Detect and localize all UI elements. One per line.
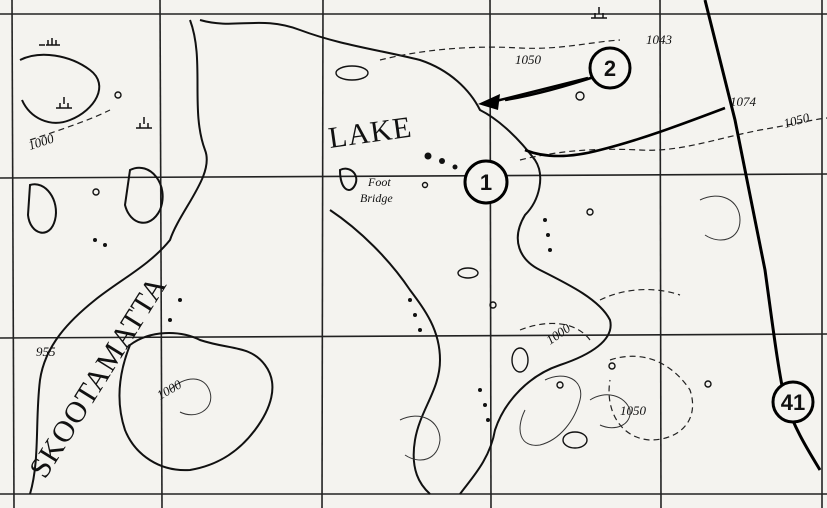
highway-shield-circle [771, 380, 815, 424]
access-road [504, 73, 726, 158]
arrow-head-icon [478, 94, 500, 110]
foot-bridge-line-2: Bridge [360, 191, 393, 205]
elevation-1050-north: 1050 [515, 52, 542, 67]
highway-shield-label: 41 [781, 390, 805, 415]
marker-2-label: 2 [604, 56, 616, 81]
pond-symbols [92, 65, 712, 449]
marker-1-circle [463, 159, 509, 205]
marker-2-circle [588, 46, 632, 90]
marker-2: 2 [478, 46, 632, 110]
elevation-1074: 1074 [730, 94, 757, 109]
shoreline [19, 19, 612, 495]
elevation-1050-east-edge: 1050 [782, 110, 811, 131]
foot-bridge-label: Foot Bridge [360, 175, 393, 205]
marker-1: 1 [463, 159, 509, 205]
trail-dots [93, 152, 552, 422]
highway-shield: 41 [771, 380, 815, 424]
marsh-symbols [39, 7, 607, 129]
elevation-1050-south: 1050 [620, 403, 647, 418]
contour-lines [29, 39, 827, 441]
marker-1-label: 1 [480, 170, 492, 195]
elevation-1043: 1043 [646, 32, 673, 47]
elevation-955: 955 [36, 344, 56, 359]
foot-bridge-line-1: Foot [367, 175, 391, 189]
contour-lines-thin [169, 195, 741, 461]
marker-2-pointer [491, 76, 589, 104]
